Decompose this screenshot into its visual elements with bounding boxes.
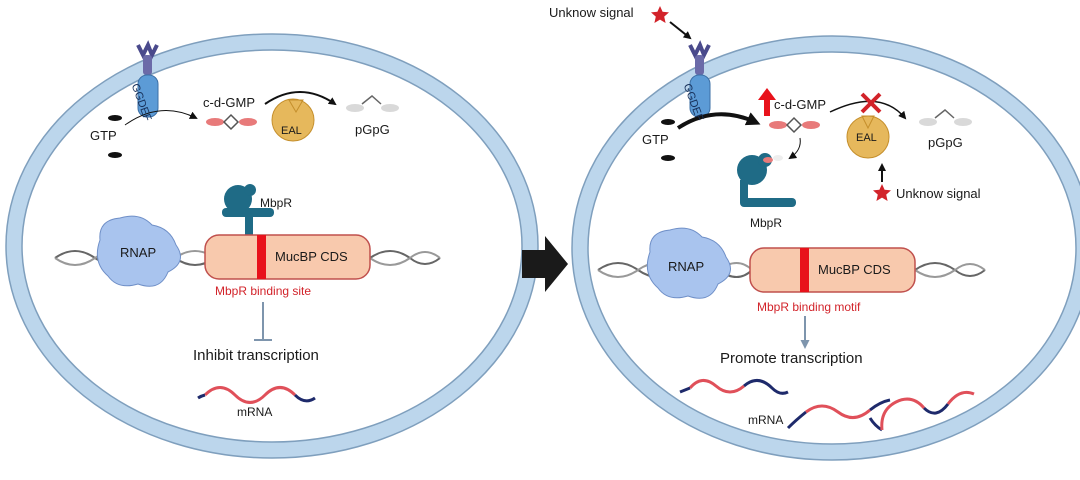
right-mrna-3-blue-b — [922, 403, 950, 415]
left-synthesis-arrow — [124, 109, 198, 126]
right-binding-motif-mark — [800, 248, 809, 292]
right-eal-enzyme — [846, 115, 890, 159]
left-outcome-label: Inhibit transcription — [193, 347, 319, 364]
left-mbpr-protein — [222, 184, 274, 235]
left-cdgmp-label: c-d-GMP — [203, 95, 255, 110]
right-signal-arrow-top — [669, 21, 692, 40]
right-mrna-2-blue — [786, 410, 807, 430]
right-signal-bottom-label: Unknow signal — [896, 186, 981, 201]
left-eal-label: EAL — [281, 125, 302, 137]
right-mbpr-label: MbpR — [750, 216, 783, 230]
left-gtp-pellet — [108, 115, 122, 121]
left-cds-label: MucBP CDS — [275, 249, 348, 264]
right-increase-arrow — [758, 88, 776, 116]
right-gtp-label: GTP — [642, 132, 669, 147]
right-rnap-blob — [646, 227, 731, 299]
left-eal-enzyme — [271, 98, 315, 142]
right-cdgmp-label: c-d-GMP — [774, 97, 826, 112]
right-mrna-1-blue — [743, 379, 789, 395]
right-mrna-2-red — [805, 404, 871, 419]
right-pgpg-molecule — [919, 109, 972, 126]
right-cds-label: MucBP CDS — [818, 262, 891, 277]
right-synthesis-arrow — [676, 112, 761, 130]
right-gtp-pellet — [661, 119, 675, 125]
right-gtp-pellet-2 — [661, 155, 675, 161]
left-degradation-arrow — [264, 91, 337, 106]
left-pgpg-molecule — [346, 95, 399, 112]
right-dna-strand-d — [914, 263, 986, 278]
right-gdef-receptor — [688, 40, 711, 118]
left-gdef-receptor — [136, 40, 159, 118]
right-mrna-1-red — [688, 379, 745, 394]
left-pgpg-label: pGpG — [355, 122, 390, 137]
right-eal-label: EAL — [856, 132, 877, 144]
transition-arrow — [522, 236, 568, 292]
left-binding-site-label: MbpR binding site — [215, 284, 312, 298]
right-mbpr-protein — [737, 153, 796, 207]
right-mrna-1-start — [679, 386, 691, 394]
right-binding-arrow — [788, 137, 801, 160]
left-mrna-red — [203, 386, 297, 404]
right-mrna-3-red-b — [946, 390, 975, 405]
left-rnap-label: RNAP — [120, 245, 157, 260]
right-rnap-label: RNAP — [668, 259, 705, 274]
right-mrna-label: mRNA — [748, 413, 784, 427]
right-binding-motif-label: MbpR binding motif — [757, 300, 861, 314]
left-mrna-blue — [293, 393, 316, 403]
right-signal-top-label: Unknow signal — [549, 5, 634, 20]
left-gtp-pellet-2 — [108, 152, 122, 158]
right-block-x-icon — [860, 92, 882, 114]
left-mrna-blue-start — [197, 393, 206, 400]
right-cdgmp-molecule — [769, 116, 820, 134]
right-cds-box — [749, 247, 916, 293]
right-cell — [571, 6, 1080, 461]
left-cdgmp-molecule — [206, 113, 257, 131]
right-signal-star-top — [651, 6, 669, 23]
left-gtp-label: GTP — [90, 128, 117, 143]
left-cell — [5, 33, 539, 459]
left-rnap-blob — [96, 215, 181, 287]
right-mrna-3-red — [880, 397, 926, 431]
left-mrna-label: mRNA — [237, 405, 273, 419]
right-pgpg-label: pGpG — [928, 135, 963, 150]
left-mbpr-label: MbpR — [260, 196, 293, 210]
left-cds-box — [204, 234, 371, 280]
right-mrna-2-end — [869, 398, 891, 412]
left-binding-site-mark — [257, 235, 266, 279]
left-dna-strand-d — [369, 251, 441, 266]
right-outcome-label: Promote transcription — [720, 350, 863, 367]
right-signal-star-bottom — [873, 184, 891, 201]
